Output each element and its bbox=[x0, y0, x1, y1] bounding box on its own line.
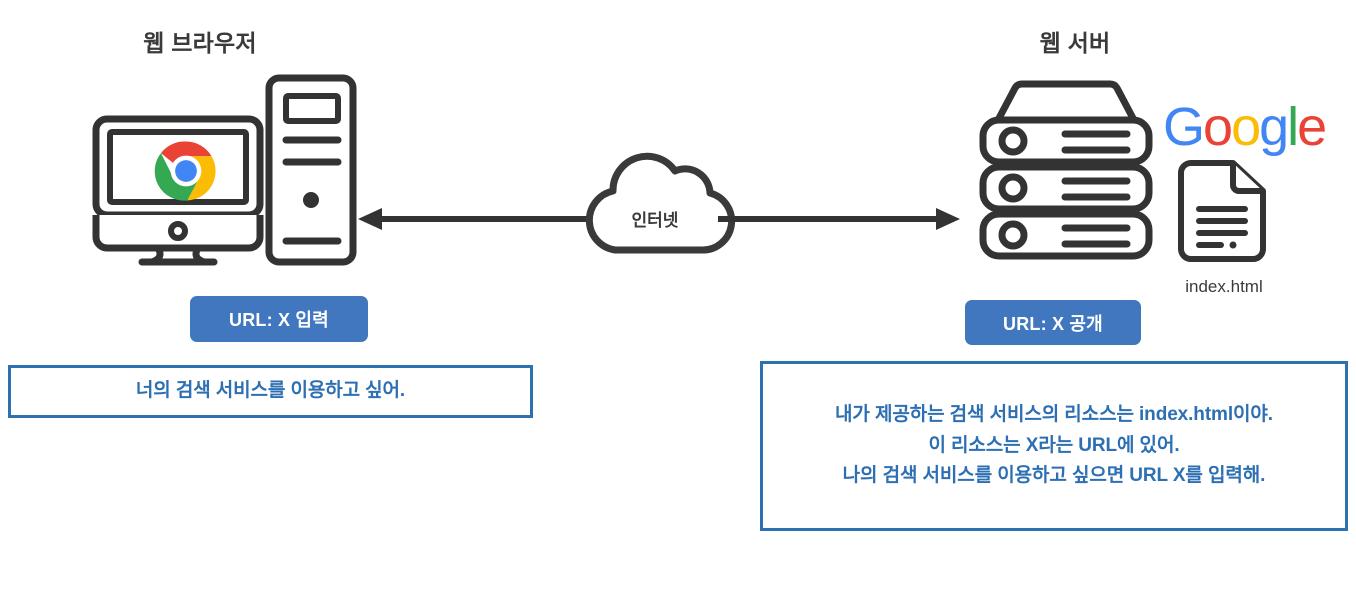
server-message-line-1: 내가 제공하는 검색 서비스의 리소스는 index.html이야. bbox=[835, 403, 1273, 425]
web-browser-title: 웹 브라우저 bbox=[143, 30, 257, 56]
browser-message-line-1: 너의 검색 서비스를 이용하고 싶어. bbox=[135, 380, 406, 402]
web-server-title: 웹 서버 bbox=[1039, 30, 1111, 56]
google-letter-4: l bbox=[1287, 97, 1299, 157]
html-document-icon bbox=[1177, 159, 1267, 263]
computer-tower-icon bbox=[265, 74, 357, 266]
arrow-left-icon bbox=[358, 206, 590, 232]
server-rack-icon bbox=[973, 78, 1159, 262]
google-letter-3: g bbox=[1259, 97, 1289, 157]
browser-message-box: 너의 검색 서비스를 이용하고 싶어. bbox=[8, 365, 533, 418]
chrome-logo-icon bbox=[154, 139, 218, 203]
google-letter-2: o bbox=[1231, 97, 1261, 157]
server-message-line-3: 나의 검색 서비스를 이용하고 싶으면 URL X를 입력해. bbox=[842, 465, 1266, 487]
left-url-pill-button[interactable]: URL: X 입력 bbox=[190, 296, 368, 342]
server-message-line-2: 이 리소스는 X라는 URL에 있어. bbox=[928, 434, 1180, 456]
right-url-pill-button[interactable]: URL: X 공개 bbox=[965, 300, 1141, 345]
internet-label: 인터넷 bbox=[631, 211, 679, 230]
google-letter-0: G bbox=[1163, 97, 1205, 157]
google-logo: Google bbox=[1163, 97, 1327, 157]
internet-cloud-icon bbox=[563, 150, 747, 258]
arrow-right-icon bbox=[718, 206, 960, 232]
google-letter-5: e bbox=[1297, 97, 1327, 157]
server-message-box: 내가 제공하는 검색 서비스의 리소스는 index.html이야. 이 리소스… bbox=[760, 361, 1348, 531]
index-html-caption: index.html bbox=[1185, 277, 1263, 296]
google-letter-1: o bbox=[1203, 97, 1233, 157]
